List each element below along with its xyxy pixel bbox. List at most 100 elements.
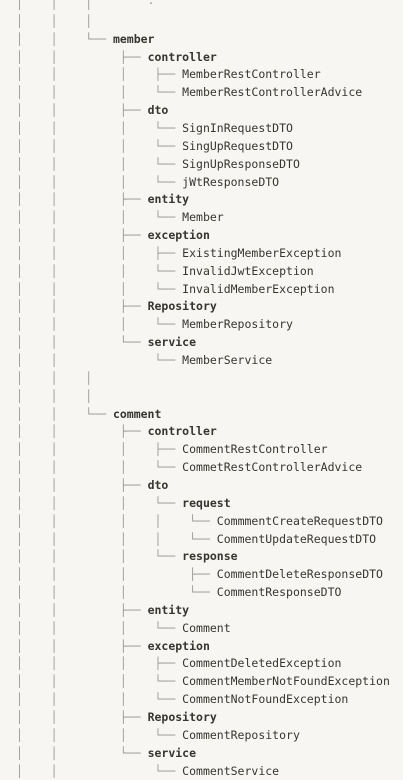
file-name: CommentResponseDTO [216, 585, 342, 600]
tree-branch-lines: │ │ │ └── [16, 317, 183, 332]
tree-branch-lines: │ │ │ └── [16, 120, 183, 135]
tree-branch-lines: │ │ └── [16, 335, 148, 350]
folder-name: exception [147, 638, 210, 653]
tree-branch-lines: │ │ ├── [16, 602, 148, 617]
file-name: MemberRestController [182, 67, 321, 82]
tree-file-row: │ │ │ │ └── CommmentCreateRequestDTO [16, 513, 403, 530]
file-name: Comment [182, 620, 231, 635]
file-name: MemberRestControllerAdvice [182, 85, 363, 100]
tree-file-row: │ │ └── CommentService [16, 763, 403, 780]
tree-folder-row: │ │ │ └── request [16, 495, 403, 512]
tree-file-row: │ │ │ └── SignInRequestDTO [16, 120, 403, 137]
tree-folder-row: │ │ └── member [16, 31, 403, 48]
tree-file-row: │ │ │ ├── CommentDeletedException [16, 655, 403, 672]
file-name: MemberService [182, 353, 273, 367]
folder-name: exception [147, 228, 210, 243]
tree-branch-lines: │ │ │ │ └── [16, 531, 217, 546]
tree-branch-lines: │ │ │ ├── [16, 442, 183, 457]
tree-branch-lines: │ │ └── [16, 745, 148, 760]
tree-file-row: │ │ │ └── MemberRestControllerAdvice [16, 84, 403, 101]
tree-folder-row: │ │ │ └── response [16, 548, 403, 565]
tree-branch-lines: │ │ │ └── [16, 85, 183, 100]
file-name: jWtResponseDTO [182, 174, 280, 189]
tree-folder-row: │ │ ├── exception [16, 227, 403, 244]
tree-file-row: │ │ │ └── InvalidJwtException [16, 263, 403, 280]
file-name: SignUpResponseDTO [182, 156, 300, 171]
tree-branch-lines: │ │ │ └── [16, 263, 183, 278]
folder-name: response [182, 549, 238, 564]
tree-file-row: │ │ └── MemberService [16, 352, 403, 369]
tree-file-row: │ │ │ │ └── CommentUpdateRequestDTO [16, 531, 403, 548]
tree-folder-row: │ │ ├── controller [16, 49, 403, 66]
tree-folder-row: │ │ ├── controller [16, 423, 403, 440]
tree-folder-row: │ │ ├── exception [16, 638, 403, 655]
folder-name: member [112, 31, 155, 46]
file-name: CommentMemberNotFoundException [182, 674, 390, 689]
tree-folder-row: │ │ ├── Repository [16, 298, 403, 315]
file-name: InvalidMemberException [182, 281, 335, 296]
tree-branch-lines: │ │ │ │ └── [16, 513, 217, 528]
file-name: CommentRepository [182, 727, 300, 742]
file-name: CommmentCreateRequestDTO [216, 513, 383, 528]
tree-file-row: │ │ │ ├── ExistingMemberException [16, 245, 403, 262]
tree-branch-lines: │ │ ├── [16, 49, 148, 64]
folder-name: controller [147, 424, 217, 439]
tree-branch-lines: │ │ │ [16, 370, 93, 385]
tree-file-row: │ │ │ [16, 388, 403, 405]
tree-branch-lines: │ │ ├── [16, 638, 148, 653]
tree-branch-lines: │ │ │ ├── [16, 67, 183, 82]
tree-branch-lines: │ │ └── [16, 31, 113, 46]
tree-branch-lines: │ │ │ └── [16, 281, 183, 296]
tree-branch-lines: │ │ └── [16, 353, 183, 367]
file-name: CommentDeleteResponseDTO [216, 567, 383, 582]
file-name: CommentNotFoundException [182, 692, 349, 707]
tree-folder-row: │ │ ├── Repository [16, 709, 403, 726]
tree-file-row: │ │ │ [16, 370, 403, 387]
folder-name: entity [147, 192, 190, 207]
tree-file-row: │ │ │ └── MemberRepository [16, 316, 403, 333]
tree-branch-lines: │ │ │ └── [16, 620, 183, 635]
tree-branch-lines: │ │ │ ├── [16, 567, 217, 582]
file-name: CommentRestController [182, 442, 328, 457]
tree-folder-row: │ │ └── service [16, 334, 403, 351]
file-name: SignInRequestDTO [182, 120, 293, 135]
tree-file-row: │ │ │ └── SignUpResponseDTO [16, 156, 403, 173]
tree-branch-lines: │ │ └── [16, 763, 183, 778]
folder-name: Repository [147, 299, 217, 314]
folder-name: controller [147, 49, 217, 64]
tree-branch-lines: │ │ │ └── [16, 674, 183, 689]
tree-file-row: │ │ │ └── InvalidMemberException [16, 281, 403, 298]
tree-branch-lines: │ │ │ └── [16, 210, 183, 225]
tree-branch-lines: │ │ │ └── [16, 692, 183, 707]
tree-file-row: │ │ │ └── CommentResponseDTO [16, 584, 403, 601]
tree-file-row: │ │ │ · [16, 0, 403, 12]
file-name: SingUpRequestDTO [182, 138, 293, 153]
file-tree: │ │ │ ·│ │ ││ │ └── member│ │ ├── contro… [16, 0, 403, 778]
tree-branch-lines: │ │ ├── [16, 192, 148, 207]
tree-file-row: │ │ │ └── Comment [16, 620, 403, 637]
tree-branch-lines: │ │ │ [16, 388, 93, 403]
tree-folder-row: │ │ ├── dto [16, 477, 403, 494]
tree-branch-lines: │ │ │ └── [16, 495, 183, 510]
file-name: CommentUpdateRequestDTO [216, 531, 377, 546]
tree-branch-lines: │ │ │ └── [16, 727, 183, 742]
tree-file-row: │ │ │ └── Member [16, 209, 403, 226]
tree-branch-lines: │ │ │ └── [16, 549, 183, 564]
tree-folder-row: │ │ └── comment [16, 406, 403, 423]
tree-branch-lines: │ │ ├── [16, 228, 148, 243]
folder-name: comment [112, 406, 162, 421]
tree-branch-lines: │ │ │ ├── [16, 245, 183, 260]
tree-file-row: │ │ │ ├── MemberRestController [16, 66, 403, 83]
tree-file-row: │ │ │ └── CommetRestControllerAdvice [16, 459, 403, 476]
folder-name: service [147, 335, 197, 350]
file-name: CommentService [182, 763, 280, 778]
file-name: Member [182, 210, 224, 225]
tree-branch-lines: │ │ ├── [16, 103, 148, 118]
folder-name: entity [147, 602, 190, 617]
tree-file-row: │ │ │ ├── CommentDeleteResponseDTO [16, 566, 403, 583]
tree-branch-lines: │ │ ├── [16, 477, 148, 492]
tree-branch-lines: │ │ ├── [16, 710, 148, 724]
tree-folder-row: │ │ ├── dto [16, 102, 403, 119]
tree-branch-lines: │ │ ├── [16, 424, 148, 439]
tree-branch-lines: │ │ │ [16, 13, 93, 28]
